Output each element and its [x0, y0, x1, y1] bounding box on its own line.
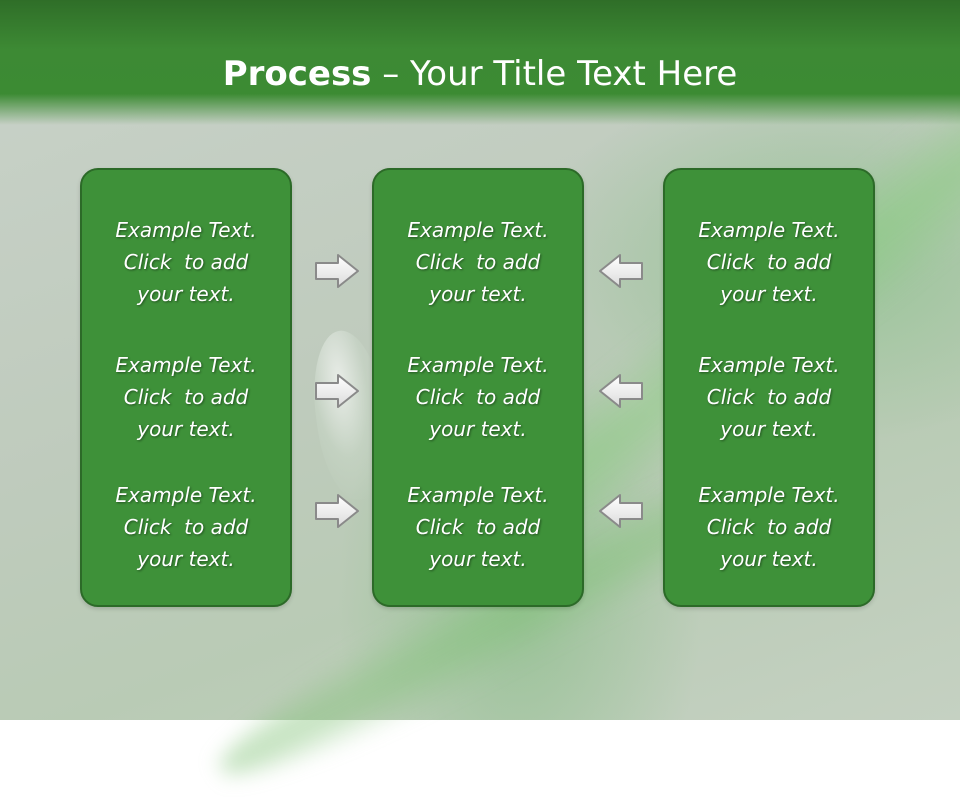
text-placeholder[interactable]: Example Text. Click to add your text.	[374, 349, 582, 445]
text-line: Click to add	[706, 250, 832, 274]
text-line: your text.	[429, 282, 527, 306]
text-line: your text.	[429, 547, 527, 571]
arrow-right-icon	[315, 374, 359, 408]
arrow-right-icon	[315, 254, 359, 288]
title-bar	[0, 0, 960, 125]
text-placeholder[interactable]: Example Text. Click to add your text.	[82, 479, 290, 575]
text-line: Example Text.	[407, 483, 549, 507]
text-line: your text.	[720, 547, 818, 571]
text-line: your text.	[720, 417, 818, 441]
text-line: Click to add	[706, 385, 832, 409]
text-line: Example Text.	[115, 353, 257, 377]
text-placeholder[interactable]: Example Text. Click to add your text.	[665, 349, 873, 445]
text-line: Example Text.	[115, 483, 257, 507]
title-rest: – Your Title Text Here	[371, 54, 738, 94]
text-line: Example Text.	[115, 218, 257, 242]
text-line: Click to add	[123, 250, 249, 274]
text-line: Example Text.	[407, 353, 549, 377]
text-placeholder[interactable]: Example Text. Click to add your text.	[374, 214, 582, 310]
title-bold: Process	[222, 54, 372, 94]
text-line: Click to add	[706, 515, 832, 539]
text-line: Example Text.	[407, 218, 549, 242]
text-line: Click to add	[123, 515, 249, 539]
text-placeholder[interactable]: Example Text. Click to add your text.	[665, 479, 873, 575]
text-line: Example Text.	[698, 353, 840, 377]
text-placeholder[interactable]: Example Text. Click to add your text.	[82, 349, 290, 445]
text-line: your text.	[720, 282, 818, 306]
text-line: Click to add	[415, 385, 541, 409]
process-box-left[interactable]: Example Text. Click to add your text. Ex…	[80, 168, 292, 607]
slide-title[interactable]: Process – Your Title Text Here	[0, 52, 960, 96]
arrow-right-icon	[315, 494, 359, 528]
arrow-left-icon	[599, 494, 643, 528]
text-line: your text.	[429, 417, 527, 441]
process-box-right[interactable]: Example Text. Click to add your text. Ex…	[663, 168, 875, 607]
text-line: Click to add	[123, 385, 249, 409]
text-placeholder[interactable]: Example Text. Click to add your text.	[374, 479, 582, 575]
arrow-left-icon	[599, 254, 643, 288]
text-line: your text.	[137, 417, 235, 441]
text-line: Click to add	[415, 515, 541, 539]
text-line: Example Text.	[698, 218, 840, 242]
text-line: Click to add	[415, 250, 541, 274]
arrow-left-icon	[599, 374, 643, 408]
text-line: Example Text.	[698, 483, 840, 507]
process-box-center[interactable]: Example Text. Click to add your text. Ex…	[372, 168, 584, 607]
text-line: your text.	[137, 282, 235, 306]
text-placeholder[interactable]: Example Text. Click to add your text.	[665, 214, 873, 310]
text-line: your text.	[137, 547, 235, 571]
text-placeholder[interactable]: Example Text. Click to add your text.	[82, 214, 290, 310]
